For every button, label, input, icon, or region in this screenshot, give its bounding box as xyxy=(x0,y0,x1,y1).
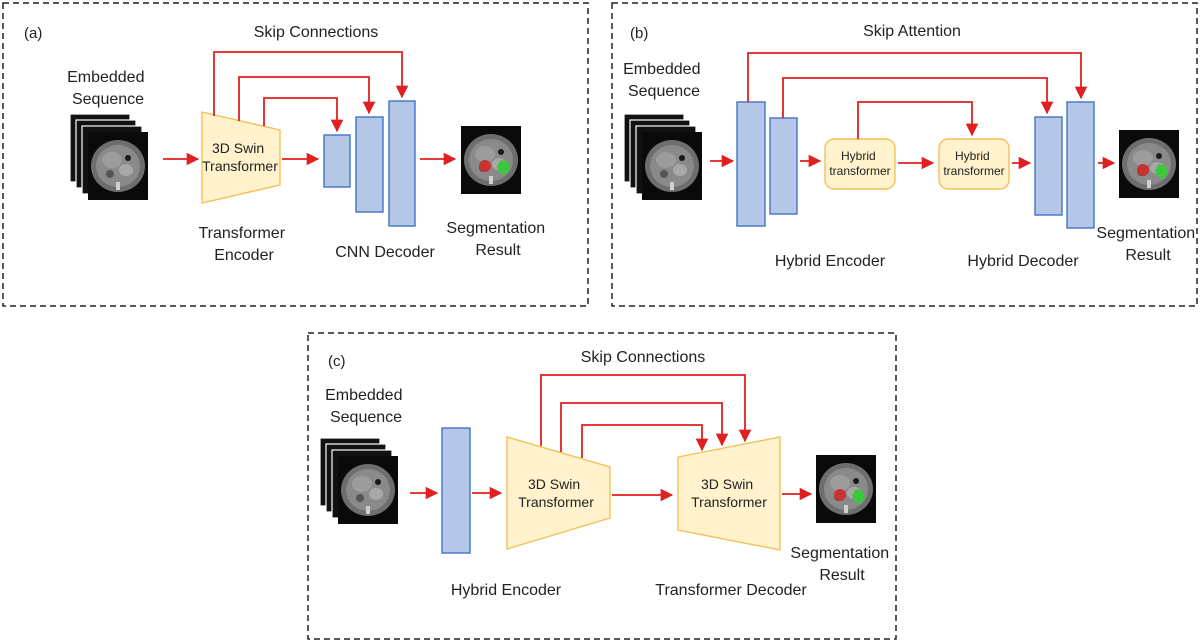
input-ct-stack xyxy=(70,114,148,200)
skip-connection-middle xyxy=(560,402,729,452)
input-ct-stack xyxy=(320,438,398,524)
skip-connection-middle xyxy=(238,76,376,121)
panel-c-frame xyxy=(307,332,897,640)
segmentation-result-label: Segmentation Result xyxy=(790,545,893,584)
skip-connections-label: Skip Connections xyxy=(581,349,706,366)
skip-connection-inner xyxy=(581,424,709,458)
hybrid-transformer-block-2 xyxy=(938,138,1010,190)
segmentation-result-image xyxy=(816,455,876,523)
skip-attention-inner xyxy=(857,101,979,139)
skip-connection-outer xyxy=(540,374,752,446)
swin-encoder-text: 3D Swin Transformer xyxy=(518,476,594,510)
hybrid-decoder-label: Hybrid Decoder xyxy=(967,253,1079,270)
hybrid-encoder-block-2 xyxy=(769,117,798,215)
swin-encoder-text: 3D Swin Transformer xyxy=(202,140,278,174)
cnn-decoder-label: CNN Decoder xyxy=(335,244,435,261)
transformer-encoder-label: Transformer Encoder xyxy=(199,225,290,264)
input-label: Embedded Sequence xyxy=(325,387,407,426)
panel-a: (a) Skip Connections Embedded Sequence 3… xyxy=(2,2,589,307)
skip-attention-middle xyxy=(782,77,1054,118)
input-label: Embedded Sequence xyxy=(67,69,149,108)
swin-decoder-text: 3D Swin Transformer xyxy=(691,476,767,510)
panel-b: (b) Skip Attention Embedded Sequence Hyb… xyxy=(611,2,1199,307)
panel-a-tag: (a) xyxy=(24,25,42,42)
cnn-decoder-block-2 xyxy=(355,116,384,213)
hybrid-encoder-block xyxy=(441,427,471,554)
hybrid-transformer-block-1 xyxy=(824,138,896,190)
panel-c: (c) Skip Connections Embedded Sequence 3… xyxy=(307,332,897,640)
skip-connections-label: Skip Connections xyxy=(254,24,379,41)
panel-b-frame xyxy=(611,2,1198,307)
segmentation-result-image xyxy=(461,126,521,194)
skip-attention-label: Skip Attention xyxy=(863,23,961,40)
skip-attention-outer xyxy=(747,52,1088,102)
cnn-decoder-block-3 xyxy=(388,100,416,227)
hybrid-transformer-text-1: Hybrid transformer xyxy=(829,149,890,178)
hybrid-encoder-label: Hybrid Encoder xyxy=(775,253,886,270)
panel-b-tag: (b) xyxy=(630,25,648,42)
hybrid-transformer-text-2: Hybrid transformer xyxy=(943,149,1004,178)
cnn-decoder-block-1 xyxy=(323,134,351,188)
segmentation-result-image xyxy=(1119,130,1179,198)
swin-encoder-block xyxy=(201,111,281,204)
hybrid-decoder-block-1 xyxy=(1034,116,1063,216)
swin-decoder-block xyxy=(677,436,781,551)
segmentation-result-label: Segmentation Result xyxy=(446,220,549,259)
skip-connection-inner xyxy=(263,97,344,133)
skip-connection-outer xyxy=(213,51,409,116)
transformer-decoder-label: Transformer Decoder xyxy=(655,582,807,599)
panel-a-frame xyxy=(2,2,589,307)
swin-encoder-block xyxy=(506,436,611,550)
input-label: Embedded Sequence xyxy=(623,61,705,100)
segmentation-result-label: Segmentation Result xyxy=(1096,225,1199,264)
input-ct-stack xyxy=(624,114,702,200)
hybrid-decoder-block-2 xyxy=(1066,101,1095,229)
panel-c-tag: (c) xyxy=(328,353,346,370)
hybrid-encoder-block-1 xyxy=(736,101,766,227)
hybrid-encoder-label: Hybrid Encoder xyxy=(451,582,562,599)
